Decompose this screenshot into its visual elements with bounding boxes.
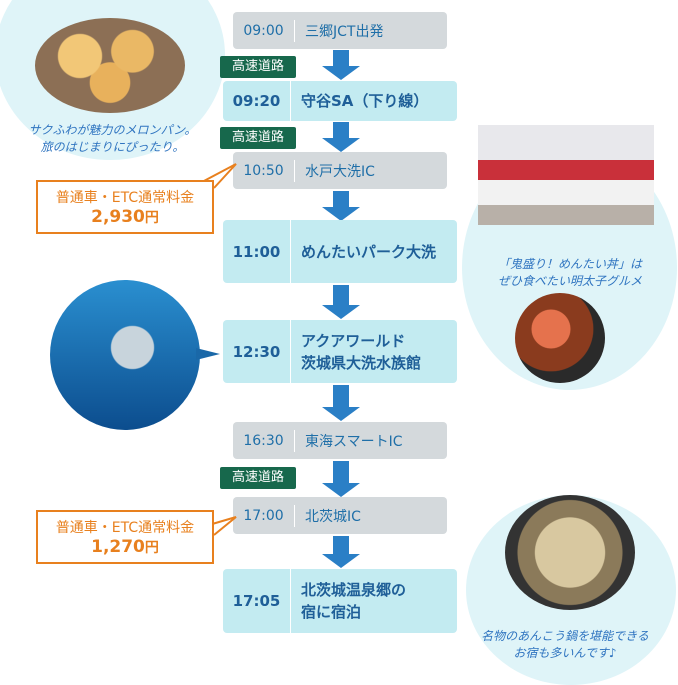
caption-line: サクふわが魅力のメロンパン。: [28, 123, 197, 137]
arrow-icon: [322, 461, 360, 497]
toll-unit: 円: [144, 540, 159, 556]
ankou-caption: 名物のあんこう鍋を堪能できる お宿も多いんです♪: [455, 628, 675, 662]
caption-line: 名物のあんこう鍋を堪能できる: [481, 629, 649, 643]
highway-badge: 高速道路: [220, 127, 296, 149]
step-time: 17:05: [223, 569, 291, 633]
toll-label: 普通車・ETC通常料金: [55, 520, 195, 536]
step-time: 16:30: [233, 429, 295, 452]
caption-line: ぜひ食べたい明太子グルメ: [497, 274, 642, 288]
arrow-icon: [322, 122, 360, 152]
arrow-icon: [322, 50, 360, 80]
step-time: 11:00: [223, 220, 291, 283]
step-place: 東海スマートIC: [305, 433, 403, 450]
toll-unit: 円: [144, 210, 159, 226]
highway-badge: 高速道路: [220, 56, 296, 78]
ankou-nabe-photo: [505, 495, 635, 610]
step-place: 水戸大洗IC: [305, 163, 375, 180]
mentai-don-photo: [515, 293, 605, 383]
toll-label: 普通車・ETC通常料金: [55, 190, 195, 206]
step-tokai-smart-ic: 16:30 東海スマートIC: [233, 422, 447, 459]
melonpan-caption: サクふわが魅力のメロンパン。 旅のはじまりにぴったり。: [5, 122, 220, 156]
caption-line: 「鬼盛り！めんたい丼」は: [497, 257, 642, 271]
step-mentai-park: 11:00 めんたいパーク大洗: [223, 220, 457, 283]
step-kitaibaraki-ic: 17:00 北茨城IC: [233, 497, 447, 534]
toll-box-1: 普通車・ETC通常料金 2,930円: [36, 180, 214, 234]
toll-box-2: 普通車・ETC通常料金 1,270円: [36, 510, 214, 564]
caption-line: 旅のはじまりにぴったり。: [40, 140, 185, 154]
step-place: 宿に宿泊: [301, 603, 362, 621]
caption-line: お宿も多いんです♪: [513, 646, 617, 660]
mentai-park-photo: [478, 125, 654, 225]
arrow-icon: [322, 285, 360, 319]
step-time: 09:20: [223, 81, 291, 121]
step-moriya-sa: 09:20 守谷SA（下り線）: [223, 81, 457, 121]
toll-price: 2,930: [91, 207, 145, 227]
step-place: 守谷SA（下り線）: [301, 92, 429, 110]
step-aquaworld: 12:30 アクアワールド茨城県大洗水族館: [223, 320, 457, 383]
arrow-icon: [322, 385, 360, 421]
melonpan-photo: [35, 18, 185, 113]
step-place: めんたいパーク大洗: [301, 242, 437, 261]
sunfish-pointer: [196, 348, 220, 360]
step-place: 茨城県大洗水族館: [301, 353, 422, 372]
arrow-icon: [322, 536, 360, 568]
sunfish-photo: [50, 280, 200, 430]
arrow-icon: [322, 191, 360, 221]
step-misato-jct: 09:00 三郷JCT出発: [233, 12, 447, 49]
step-place: アクアワールド: [301, 331, 406, 350]
highway-badge: 高速道路: [220, 467, 296, 489]
step-time: 17:00: [233, 504, 295, 527]
step-mito-oarai-ic: 10:50 水戸大洗IC: [233, 152, 447, 189]
toll-price: 1,270: [91, 537, 145, 557]
mentai-caption: 「鬼盛り！めんたい丼」は ぜひ食べたい明太子グルメ: [470, 256, 670, 290]
step-place: 北茨城温泉郷の: [301, 581, 407, 599]
step-time: 10:50: [233, 159, 295, 182]
step-place: 北茨城IC: [305, 508, 361, 525]
step-kitaibaraki-onsen: 17:05 北茨城温泉郷の宿に宿泊: [223, 569, 457, 633]
step-place: 三郷JCT出発: [305, 23, 384, 40]
step-time: 09:00: [233, 19, 295, 42]
step-time: 12:30: [223, 320, 291, 383]
